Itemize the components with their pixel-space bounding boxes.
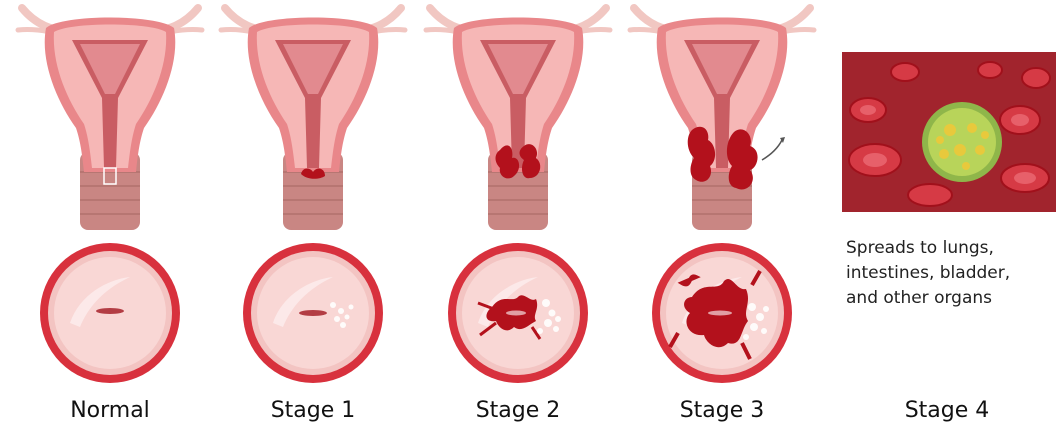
uterus-normal: [18, 8, 202, 230]
uterus-stage-2: [426, 8, 610, 230]
cervix-view-stage-2: [448, 243, 588, 383]
uterus-stage-3: [630, 8, 814, 230]
stage-4-metastasis-image: [842, 52, 1056, 212]
caption-line-3: and other organs: [846, 286, 1056, 311]
uterus-stage-1: [221, 8, 405, 230]
cervix-view-stage-1: [243, 243, 383, 383]
label-stage-3: Stage 3: [647, 398, 797, 423]
caption-line-2: intestines, bladder,: [846, 261, 1056, 286]
label-stage-2: Stage 2: [443, 398, 593, 423]
cervix-view-normal: [40, 243, 180, 383]
caption-line-1: Spreads to lungs,: [846, 236, 1056, 261]
stage-4-caption: Spreads to lungs, intestines, bladder, a…: [846, 236, 1056, 311]
label-stage-4: Stage 4: [872, 398, 1022, 423]
cervix-view-stage-3: [652, 243, 792, 383]
label-normal: Normal: [35, 398, 185, 423]
label-stage-1: Stage 1: [238, 398, 388, 423]
